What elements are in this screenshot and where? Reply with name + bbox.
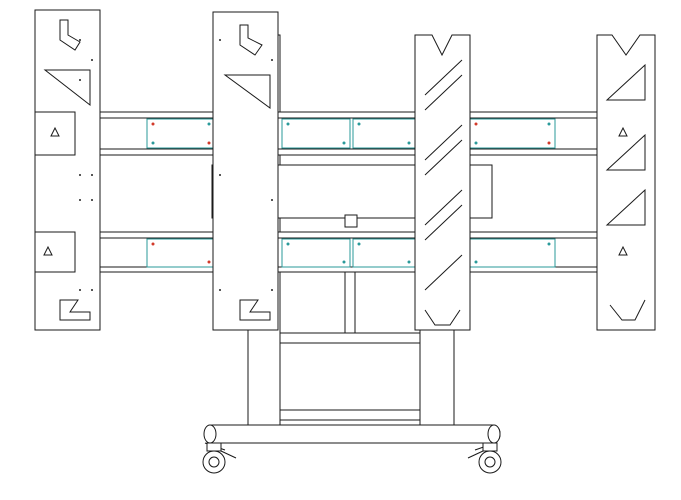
base xyxy=(203,424,501,451)
warning-triangle-icon xyxy=(43,245,53,256)
left-bracket xyxy=(34,9,101,331)
warning-triangle-icon xyxy=(618,245,628,256)
second-bracket xyxy=(212,11,279,331)
third-bracket xyxy=(414,34,471,331)
center-column-panel xyxy=(279,269,421,334)
right-bracket xyxy=(596,34,656,331)
pillar-lower-crossbar xyxy=(279,409,421,421)
warning-triangle-icon xyxy=(50,126,60,137)
right-caster-wheel xyxy=(467,442,502,474)
pillar-crossbar xyxy=(279,332,421,344)
left-caster-wheel xyxy=(202,442,237,474)
warning-triangle-icon xyxy=(618,126,628,137)
center-latch xyxy=(344,214,358,228)
